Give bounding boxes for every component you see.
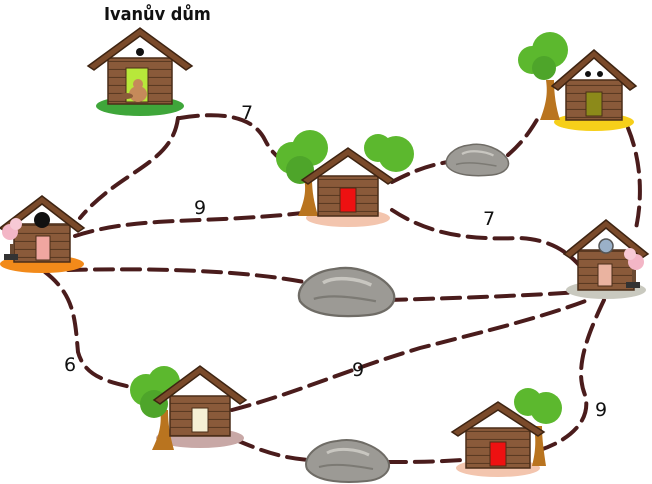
cherry-blossom-icon [2, 218, 22, 260]
house-center[interactable] [276, 130, 414, 227]
edge-label-bottomleft-right: 9 [352, 359, 364, 381]
ivan-house-title: Ivanův dům [104, 3, 211, 25]
road-left-bottomleft[interactable] [43, 270, 137, 390]
road-ivan-center[interactable] [178, 113, 307, 172]
road-left-center[interactable] [73, 210, 314, 238]
road-network [43, 113, 642, 464]
road-topright-right[interactable] [626, 126, 642, 230]
rock-large [297, 266, 396, 318]
road-center-rock-topright[interactable] [390, 116, 540, 184]
road-bottomleft-rock-bottomright[interactable] [234, 438, 464, 464]
house-ivan[interactable] [86, 27, 194, 116]
beaver-icon [119, 79, 147, 102]
tree-icon [518, 32, 568, 120]
house-bottom-left[interactable] [130, 365, 248, 450]
road-center-right[interactable] [390, 208, 584, 270]
rock-small [445, 143, 510, 177]
road-bottomleft-right[interactable] [230, 298, 590, 412]
road-ivan-left[interactable] [78, 116, 180, 220]
cherry-blossom-icon [624, 248, 644, 288]
tree-icon [276, 130, 414, 216]
house-bottom-right[interactable] [450, 388, 562, 477]
edge-label-left-center: 9 [194, 197, 206, 219]
road-right-bottomright[interactable] [538, 298, 606, 452]
house-top-right[interactable] [518, 32, 638, 131]
edge-label-right-bottomright: 9 [595, 399, 607, 421]
house-right[interactable] [562, 219, 650, 299]
road-left-rock-right[interactable] [66, 267, 582, 302]
rock-bottom [304, 438, 391, 484]
edge-label-ivan-center: 7 [241, 102, 253, 124]
house-left[interactable] [0, 195, 86, 273]
edge-label-center-right: 7 [483, 208, 495, 230]
edge-label-left-bottomleft: 6 [64, 354, 76, 376]
tree-icon [514, 388, 562, 466]
